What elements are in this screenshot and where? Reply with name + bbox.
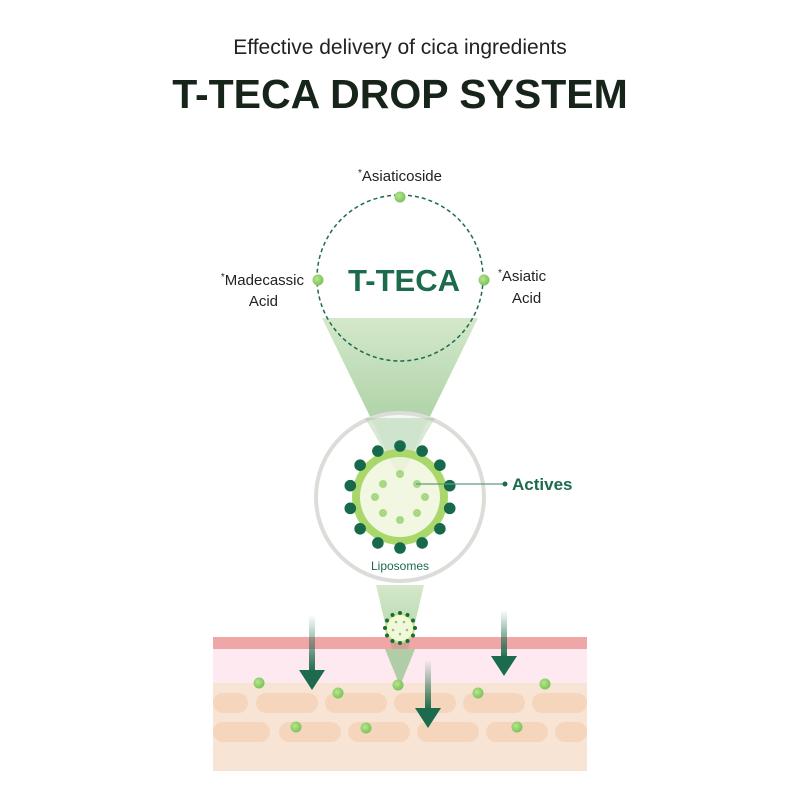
- mini-lipid-dot: [410, 618, 415, 623]
- lipid-head-dot: [443, 502, 456, 515]
- lipid-head-dot: [434, 459, 446, 472]
- arrow-stem: [425, 660, 431, 710]
- liposomes-label: Liposomes: [371, 559, 429, 573]
- lipid-head-dot: [443, 479, 456, 492]
- mini-lipid-dot: [385, 618, 390, 623]
- active-dot: [371, 493, 379, 501]
- cica-particle: [392, 679, 404, 691]
- mini-lipid-dot: [398, 641, 402, 645]
- mini-lipid-dot: [405, 613, 410, 618]
- mini-active-dot: [402, 620, 406, 624]
- focus-cone: [322, 318, 478, 478]
- ingredient-madecassic-acid-line2: Acid: [249, 293, 278, 310]
- page-title: T-TECA DROP SYSTEM: [172, 71, 628, 117]
- cica-particle: [539, 678, 551, 690]
- delivery-cone-inner: [385, 649, 415, 686]
- lipid-head-dot: [354, 522, 366, 535]
- lipid-head-dot: [372, 537, 384, 549]
- arrow-head-icon: [491, 656, 517, 676]
- lipid-head-dot: [344, 479, 357, 492]
- mini-lipid-dot: [405, 638, 410, 643]
- arrow-head-icon: [299, 670, 325, 690]
- skin-cell: [213, 693, 248, 713]
- subtitle: Effective delivery of cica ingredients: [233, 36, 566, 59]
- ingredient-asiatic-acid-line2: Acid: [512, 290, 541, 307]
- arrow-stem: [309, 615, 315, 672]
- skin-cell: [555, 722, 587, 742]
- ingredient-asiatic-acid: *Asiatic: [498, 268, 547, 285]
- lipid-head-dot: [394, 440, 406, 452]
- mini-lipid-dot: [410, 633, 415, 638]
- mini-active-dot: [391, 628, 395, 632]
- cica-particle: [332, 687, 344, 699]
- lipid-head-dot: [344, 502, 357, 515]
- lipid-head-dot: [354, 459, 366, 472]
- arrow-head-icon: [415, 708, 441, 728]
- mini-lipid-dot: [413, 626, 417, 630]
- ingredient-asiaticoside: *Asiaticoside: [358, 168, 442, 185]
- skin-cell: [213, 722, 270, 742]
- lipid-head-dot: [416, 537, 428, 549]
- skin-cell: [348, 722, 410, 742]
- mini-lipid-dot: [383, 626, 387, 630]
- cica-particle: [472, 687, 484, 699]
- penetration-arrow: [491, 610, 517, 676]
- skin-cell: [532, 693, 587, 713]
- lipid-head-dot: [434, 522, 446, 535]
- cica-particle: [253, 677, 265, 689]
- cica-particle: [511, 721, 523, 733]
- cica-particle: [360, 722, 372, 734]
- mini-lipid-dot: [385, 633, 390, 638]
- skin-cell: [256, 693, 318, 713]
- skin-cell: [279, 722, 341, 742]
- active-dot: [413, 509, 421, 517]
- ingredient-dot: [312, 274, 324, 286]
- cica-particle: [290, 721, 302, 733]
- mini-active-dot: [405, 628, 409, 632]
- mini-active-dot: [394, 620, 398, 624]
- ingredient-dot: [478, 274, 490, 286]
- lipid-head-dot: [394, 542, 406, 554]
- lipid-head-dot: [372, 445, 384, 457]
- ingredient-dot: [394, 191, 406, 203]
- skin-cell: [325, 693, 387, 713]
- skin-cell: [417, 722, 479, 742]
- skin-cell: [463, 693, 525, 713]
- active-dot: [396, 470, 404, 478]
- lipid-head-dot: [416, 445, 428, 457]
- liposome: [344, 440, 456, 554]
- mini-lipid-dot: [390, 613, 395, 618]
- active-dot: [379, 509, 387, 517]
- pointer-dot: [502, 481, 508, 487]
- arrow-stem: [501, 610, 507, 658]
- active-dot: [421, 493, 429, 501]
- mini-active-dot: [398, 632, 402, 636]
- mini-lipid-dot: [398, 611, 402, 615]
- actives-label: Actives: [512, 475, 572, 494]
- active-dot: [379, 480, 387, 488]
- mini-lipid-dot: [390, 638, 395, 643]
- penetration-arrow: [299, 615, 325, 690]
- penetration-arrow: [415, 660, 441, 728]
- teca-label: T-TECA: [348, 263, 460, 298]
- mini-liposome: [383, 611, 417, 645]
- active-dot: [396, 516, 404, 524]
- ingredient-madecassic-acid: *Madecassic: [221, 272, 305, 289]
